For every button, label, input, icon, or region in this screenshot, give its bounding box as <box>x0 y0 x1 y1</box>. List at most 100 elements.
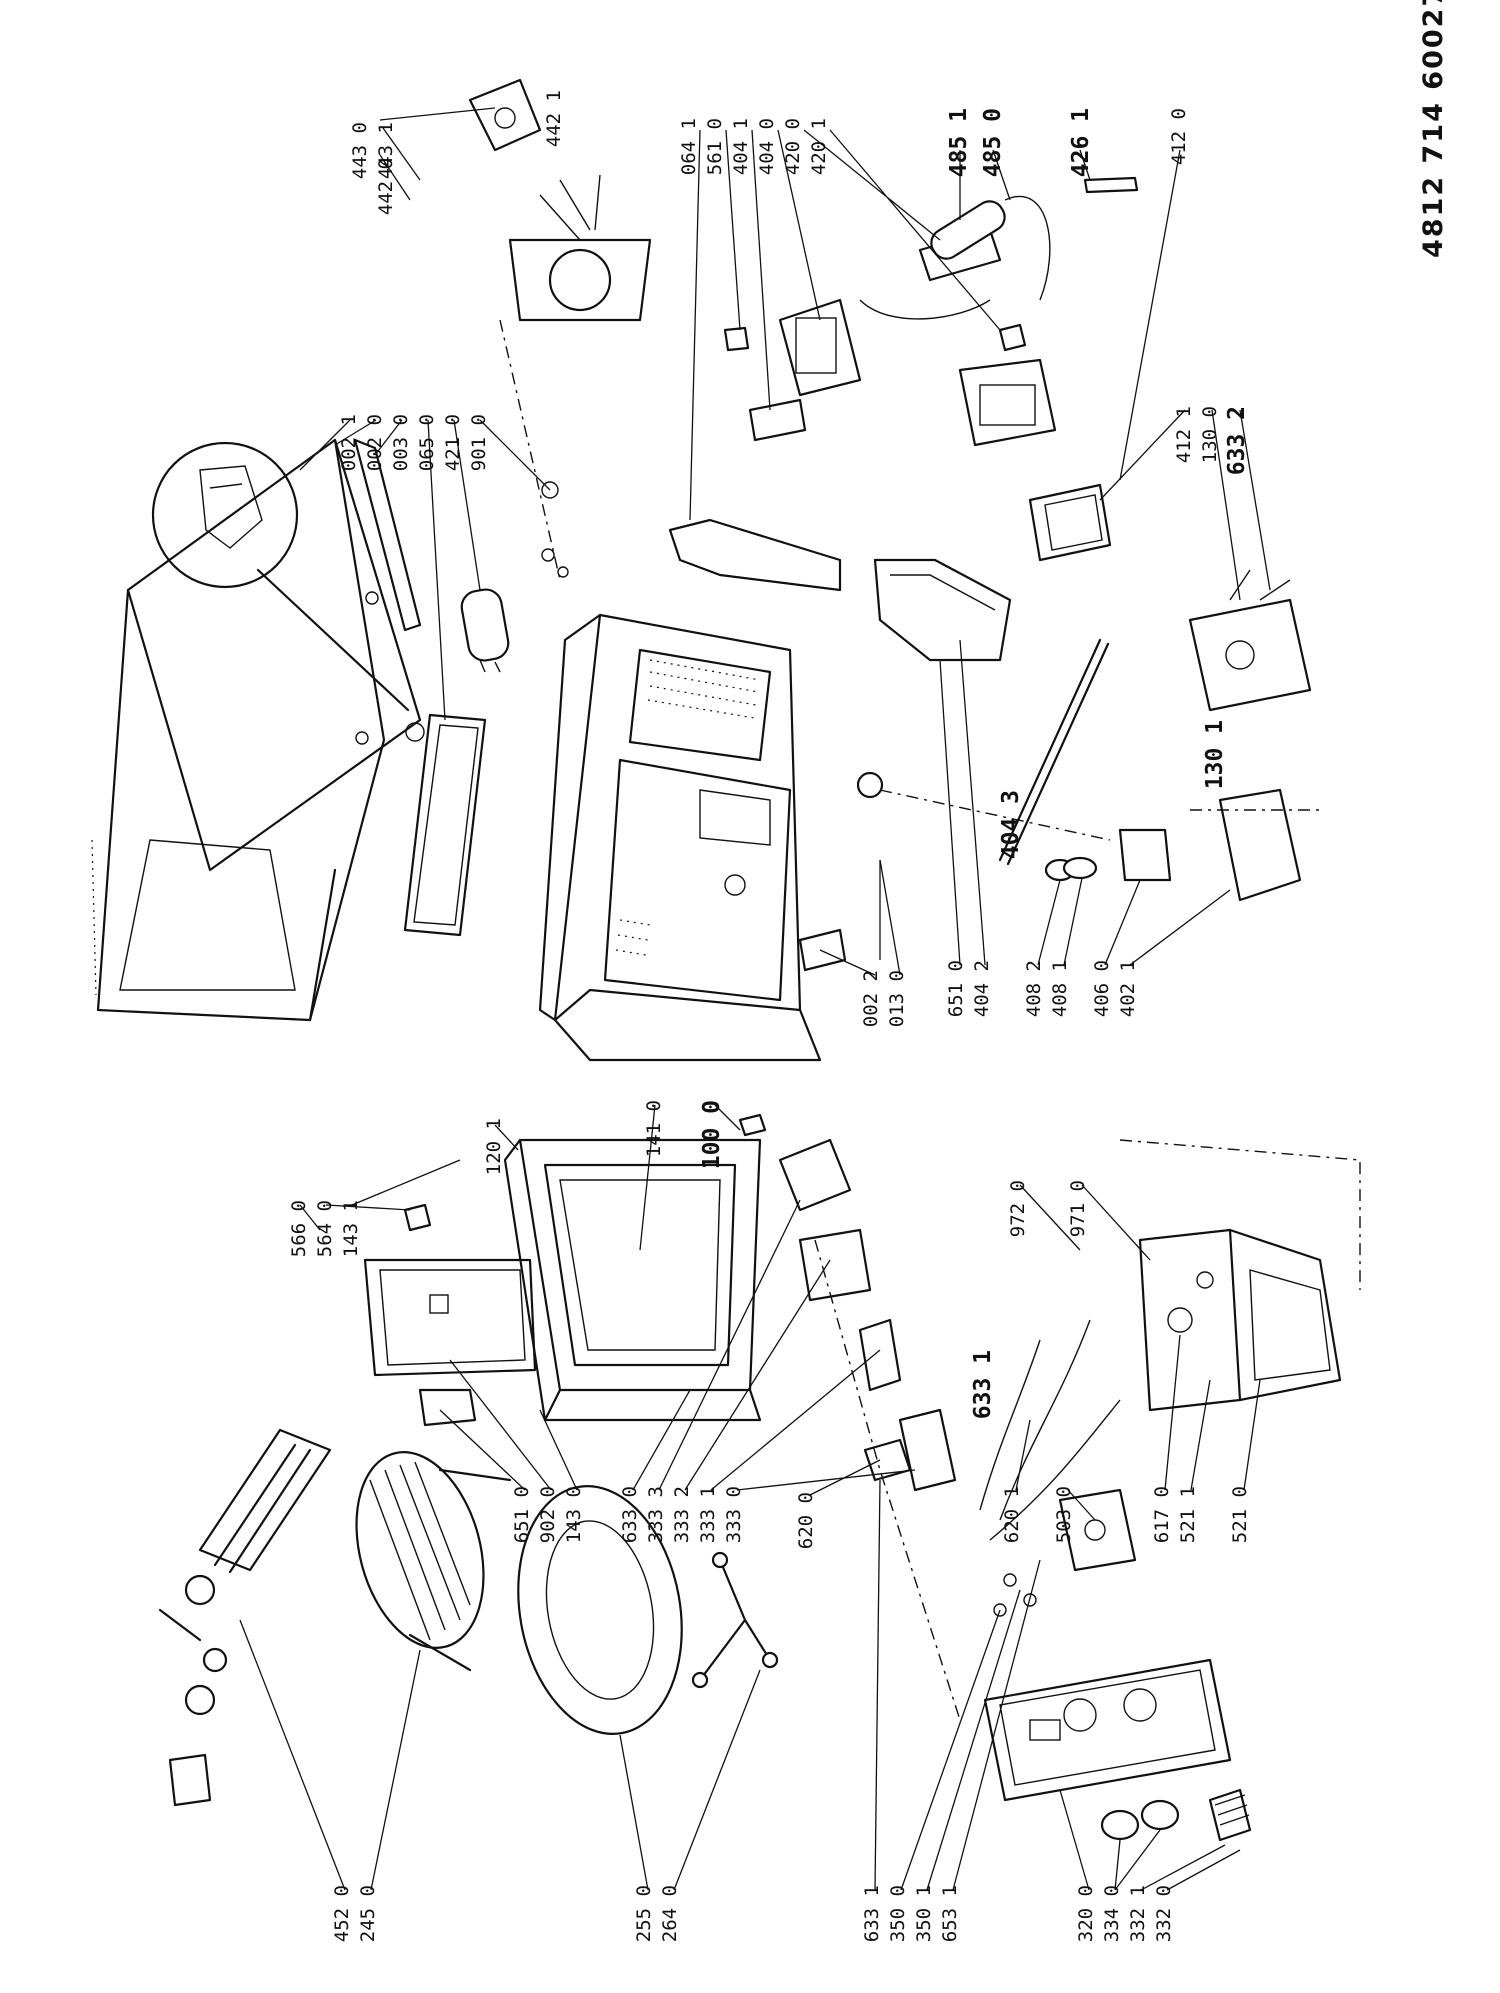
part-label: 143 1 <box>340 1200 362 1257</box>
part-label: 452 0 <box>331 1885 353 1942</box>
part-label: 332 0 <box>1153 1885 1175 1942</box>
part-label: 420 1 <box>808 118 830 175</box>
part-label: 408 2 <box>1023 960 1045 1017</box>
part-label: 100 0 <box>699 1100 725 1169</box>
part-label: 402 1 <box>1117 960 1139 1017</box>
roller-support <box>691 1551 779 1689</box>
part-label: 003 0 <box>390 414 412 471</box>
part-label: 561 0 <box>704 118 726 175</box>
part-label: 421 0 <box>442 414 464 471</box>
part-label: 333 2 <box>671 1486 693 1543</box>
part-label: 412 0 <box>1168 108 1190 165</box>
part-label: 633 1 <box>861 1885 883 1942</box>
cabinet-cover <box>91 438 425 1022</box>
part-label: 651 0 <box>511 1486 533 1543</box>
part-label: 255 0 <box>633 1885 655 1942</box>
part-label: 521 1 <box>1177 1486 1199 1543</box>
hv-components <box>778 176 1139 562</box>
part-label: 130 0 <box>1199 406 1221 463</box>
part-label: 485 1 <box>946 108 972 177</box>
door-assembly <box>503 1138 762 1422</box>
part-label: 406 0 <box>1091 960 1113 1017</box>
magnetron-bracket <box>723 326 1012 662</box>
grill-rack <box>355 1451 512 1672</box>
detail-circle <box>151 441 410 712</box>
part-label: 443 1 <box>375 122 397 179</box>
part-label: 633 2 <box>1224 406 1250 475</box>
wiring-harness <box>979 1319 1121 1617</box>
part-label: 002 1 <box>338 414 360 471</box>
part-label: 002 2 <box>860 970 882 1027</box>
part-label: 141 0 <box>643 1100 665 1157</box>
part-label: 566 0 <box>288 1200 310 1257</box>
part-label: 065 0 <box>416 414 438 471</box>
part-label: 350 1 <box>913 1885 935 1942</box>
small-parts <box>798 860 881 972</box>
part-label: 264 0 <box>659 1885 681 1942</box>
part-label: 521 0 <box>1229 1486 1251 1543</box>
turntable-drive <box>1044 788 1320 902</box>
part-label: 120 1 <box>483 1118 505 1175</box>
fan-motor-assembly <box>468 78 652 581</box>
left-small-parts <box>168 1647 228 1807</box>
control-board <box>1119 1139 1361 1412</box>
control-panel <box>983 1658 1232 1802</box>
part-label: 972 0 <box>1007 1180 1029 1237</box>
leader-lines <box>239 107 1271 1891</box>
turntable-glass <box>517 1485 683 1735</box>
part-label: 620 1 <box>1001 1486 1023 1543</box>
part-label: 143 0 <box>563 1486 585 1543</box>
part-label: 426 1 <box>1068 108 1094 177</box>
rod-404-3 <box>879 638 1111 866</box>
part-label: 333 0 <box>723 1486 745 1543</box>
part-label: 333 1 <box>697 1486 719 1543</box>
side-rail <box>353 438 422 632</box>
part-label: 901 0 <box>468 414 490 471</box>
timer-switch <box>1188 569 1312 712</box>
part-label: 442 1 <box>543 90 565 147</box>
part-label: 404 2 <box>971 960 993 1017</box>
part-label: 971 0 <box>1067 1180 1089 1237</box>
part-label: 130 1 <box>1202 720 1228 789</box>
part-label: 485 0 <box>980 108 1006 177</box>
part-label: 617 0 <box>1151 1486 1173 1543</box>
door-switch <box>814 1239 961 1721</box>
part-label: 334 0 <box>1101 1885 1123 1942</box>
grill-heater <box>158 1428 332 1642</box>
part-label: 651 0 <box>945 960 967 1017</box>
part-label: 404 0 <box>756 118 778 175</box>
part-label: 633 1 <box>970 1350 996 1419</box>
part-label: 442 0 <box>375 158 397 215</box>
part-label: 902 0 <box>537 1486 559 1543</box>
part-label: 350 0 <box>887 1885 909 1942</box>
capacitor <box>460 481 569 673</box>
part-label: 633 0 <box>619 1486 641 1543</box>
control-knobs <box>1100 1788 1252 1842</box>
part-label: 653 1 <box>939 1885 961 1942</box>
part-label: 013 0 <box>886 970 908 1027</box>
hinge-plate <box>363 1203 537 1427</box>
bottom-plate <box>403 713 487 937</box>
part-label: 420 0 <box>782 118 804 175</box>
document-number-text: 4812 714 60027 <box>1418 0 1449 258</box>
rear-cover-plate <box>668 518 842 592</box>
document-number: 4812 714 60027 <box>1418 0 1449 258</box>
part-label: 320 0 <box>1075 1885 1097 1942</box>
part-label: 404 3 <box>998 790 1024 859</box>
part-label: 332 1 <box>1127 1885 1149 1942</box>
part-label: 620 0 <box>795 1492 817 1549</box>
part-label: 002 0 <box>364 414 386 471</box>
part-label: 564 0 <box>314 1200 336 1257</box>
part-label: 503 0 <box>1053 1486 1075 1543</box>
part-label: 064 1 <box>678 118 700 175</box>
door-catches <box>738 1113 957 1492</box>
part-label: 404 1 <box>730 118 752 175</box>
part-label: 412 1 <box>1173 406 1195 463</box>
part-label: 443 0 <box>349 122 371 179</box>
part-label: 408 1 <box>1049 960 1071 1017</box>
part-label: 245 0 <box>357 1885 379 1942</box>
part-label: 333 3 <box>645 1486 667 1543</box>
oven-cavity <box>538 613 884 1062</box>
